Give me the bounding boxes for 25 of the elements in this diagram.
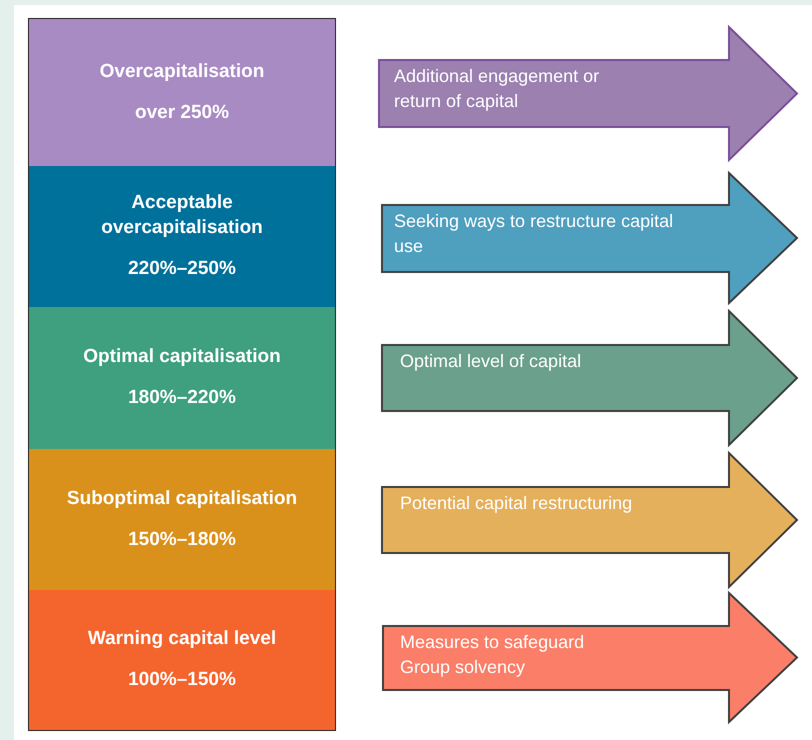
action-text: Seeking ways to restructure capital use (394, 210, 674, 258)
action-banner (382, 173, 797, 303)
level-band (29, 590, 335, 730)
action-text: Potential capital restructuring (400, 492, 634, 515)
band-range: over 250% (134, 100, 230, 124)
action-text: Measures to safeguard Group solvency (400, 631, 586, 680)
level-band (29, 166, 335, 307)
band-title: Suboptimal capitalisation (66, 486, 298, 511)
action-banner (379, 27, 797, 160)
band-range: 220%–250% (127, 256, 237, 281)
band-title: Overcapitalisation (98, 60, 266, 84)
action-text: Additional engagement or return of capital (394, 65, 600, 114)
action-banner (383, 593, 797, 722)
level-band (29, 19, 335, 166)
action-banner (382, 453, 797, 587)
band-title: Optimal capitalisation (82, 345, 282, 370)
band-title: Warning capital level (86, 627, 278, 652)
band-range: 100%–150% (127, 668, 237, 692)
level-band (29, 307, 335, 449)
level-band (29, 449, 335, 590)
action-banner (382, 311, 797, 445)
band-title: Acceptable overcapitalisation (100, 191, 264, 240)
band-range: 150%–180% (127, 528, 237, 552)
band-range: 180%–220% (127, 386, 237, 410)
action-text: Optimal level of capital (400, 350, 582, 373)
